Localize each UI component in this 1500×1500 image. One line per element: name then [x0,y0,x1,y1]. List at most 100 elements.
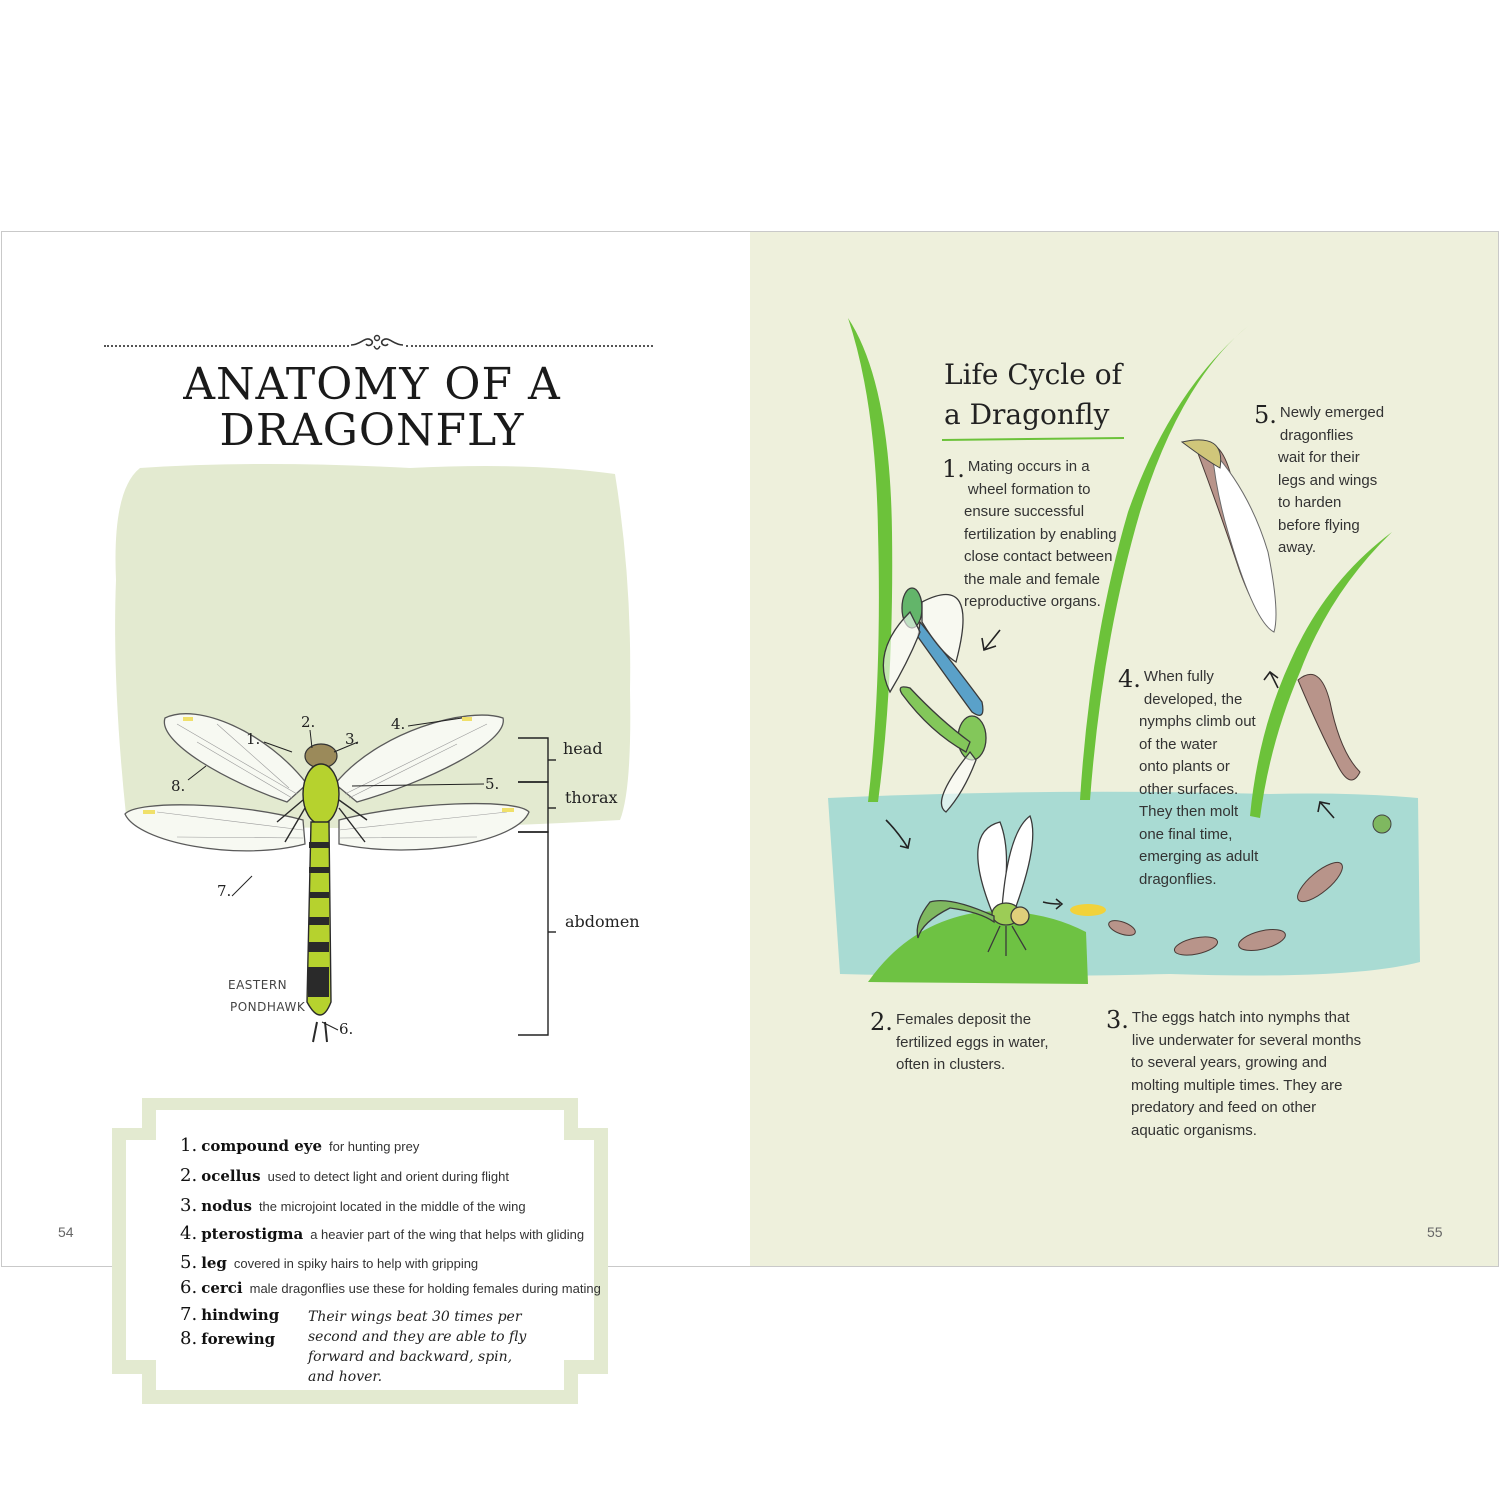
glossary-desc: covered in spiky hairs to help with grip… [233,1256,479,1271]
life-cycle-step-2: 2. Females deposit the fertilized eggs i… [870,1009,1090,1077]
callout-leaders [187,717,485,1031]
glossary-num: 6. [180,1277,198,1298]
glossary-item-8: 8.forewing [180,1328,282,1349]
glossary-desc: male dragonflies use these for holding f… [249,1281,601,1296]
step-line: the male and female [964,570,1100,588]
page-title-line2: DRAGONFLY [219,405,525,456]
step-line: molting multiple times. They are [1131,1076,1343,1094]
page-number-left: 54 [58,1224,74,1240]
species-label-line1: EASTERN [228,978,288,992]
glossary-item-6: 6.cerci male dragonflies use these for ho… [180,1277,601,1298]
step-line: live underwater for several months [1131,1031,1362,1049]
region-brackets [518,737,556,1036]
step-line: Newly emerged [1279,404,1385,421]
glossary-term: leg [201,1254,227,1272]
callout-5: 5. [485,775,500,793]
species-label-line2: PONDHAWK [230,1000,306,1014]
life-cycle-illustration [828,318,1420,984]
glossary-desc: used to detect light and orient during f… [267,1169,510,1184]
life-cycle-step-3: 3. The eggs hatch into nymphs that live … [1106,1007,1396,1142]
step-line: reproductive organs. [964,593,1101,610]
step-line: one final time, [1139,825,1233,843]
life-cycle-step-4: 4. When fully developed, the nymphs clim… [1118,666,1288,891]
step-line: nymphs climb out [1139,713,1256,730]
glossary-term: nodus [201,1197,252,1215]
region-label-head: head [563,739,603,758]
callout-7: 7. [217,882,232,900]
glossary-desc: the microjoint located in the middle of … [258,1199,526,1214]
note-line: forward and backward, spin, [308,1349,513,1365]
step-line: When fully [1143,668,1214,685]
callout-1: 1. [246,730,261,748]
step-number: 3. [1106,1006,1129,1034]
step-line: often in clusters. [896,1056,1006,1073]
glossary-num: 1. [180,1135,198,1156]
glossary-frame [112,1098,608,1404]
step-line: The eggs hatch into nymphs that [1131,1009,1350,1026]
step-line: dragonflies [1279,426,1354,444]
glossary-term: pterostigma [201,1225,304,1243]
glossary-desc: for hunting prey [329,1139,420,1154]
step-line: predatory and feed on other [1131,1099,1317,1116]
right-page: Life Cycle of a Dragonfly 1. Mating occu… [750,232,1498,1266]
callout-3: 3. [345,730,360,748]
step-line: legs and wings [1278,471,1378,489]
step-line: ensure successful [964,503,1085,520]
glossary-item-2: 2.ocellus used to detect light and orient… [180,1165,509,1186]
flourish-ornament-icon [350,334,404,350]
step-line: Females deposit the [896,1011,1032,1028]
glossary-num: 4. [180,1223,198,1244]
glossary-term: hindwing [201,1306,280,1324]
step-line: wheel formation to [967,480,1091,498]
page-title-line1: ANATOMY OF A [183,359,561,410]
callout-2: 2. [301,713,316,731]
glossary-desc: a heavier part of the wing that helps wi… [310,1227,585,1242]
glossary-num: 7. [180,1304,198,1325]
life-cycle-title-line1: Life Cycle of [944,358,1122,391]
left-page: ANATOMY OF A DRAGONFLY [2,232,750,1404]
glossary-num: 3. [180,1195,198,1216]
step-line: close contact between [964,548,1113,565]
step-number: 2. [870,1008,893,1036]
glossary-item-3: 3.nodus the microjoint located in the mid… [180,1195,526,1216]
step-line: fertilized eggs in water, [896,1033,1049,1051]
glossary-term: ocellus [201,1167,261,1185]
dragonfly-illustration [124,713,530,1043]
glossary-num: 5. [180,1252,198,1273]
reed-1 [848,318,893,802]
note-line: second and they are able to fly [308,1329,527,1345]
book-spread: ANATOMY OF A DRAGONFLY [1,231,1499,1404]
glossary-term: forewing [201,1330,276,1348]
glossary-num: 2. [180,1165,198,1186]
life-cycle-step-1: 1. Mating occurs in a wheel formation to… [942,456,1142,614]
note-line: and hover. [308,1369,383,1385]
callout-6: 6. [339,1020,354,1038]
step-line: away. [1278,539,1317,556]
step-line: to several years, growing and [1131,1054,1327,1071]
title-rule-left [104,345,349,347]
reed-3 [1250,532,1392,818]
step-line: fertilization by enabling [964,525,1117,543]
step-number: 4. [1118,665,1141,693]
step-line: before flying [1278,516,1360,534]
step-line: to harden [1278,494,1342,511]
step-line: Mating occurs in a [967,458,1090,475]
life-cycle-title-line2: a Dragonfly [944,398,1110,431]
step-line: developed, the [1143,690,1243,708]
glossary-num: 8. [180,1328,198,1349]
step-line: They then molt [1139,803,1239,820]
step-line: aquatic organisms. [1131,1121,1257,1139]
step-line: wait for their [1278,449,1360,466]
glossary-term: compound eye [201,1137,323,1155]
step-line: dragonflies. [1139,870,1217,888]
title-rule-right [406,345,653,347]
grass-mound [868,911,1088,984]
region-label-abdomen: abdomen [565,912,640,931]
page-number-right: 55 [1427,1224,1443,1240]
callout-8: 8. [171,777,186,795]
glossary-term: cerci [201,1279,243,1297]
step-line: onto plants or [1139,758,1230,775]
glossary-item-5: 5.leg covered in spiky hairs to help with… [180,1252,478,1273]
glossary-item-7: 7.hindwing [180,1304,286,1325]
step-line: of the water [1139,735,1218,753]
